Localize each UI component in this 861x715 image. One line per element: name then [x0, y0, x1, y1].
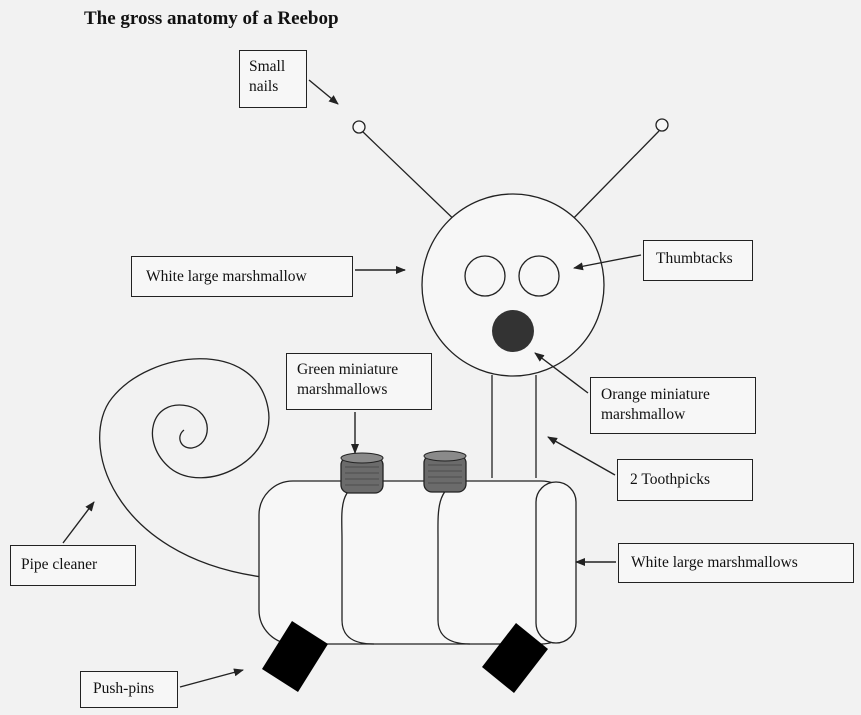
label-thumbtacks: Thumbtacks	[643, 240, 753, 281]
right-antenna	[564, 130, 660, 228]
arrow-small-nails	[308, 79, 339, 105]
green-marshmallow-right	[423, 450, 467, 493]
arrow-push-pins	[179, 668, 244, 688]
label-orange-marshmallow-line2: marshmallow	[601, 406, 686, 423]
body-marshmallows	[258, 480, 576, 645]
label-green-marshmallows: Green miniature marshmallows	[286, 353, 432, 410]
pipe-cleaner-tail	[99, 358, 270, 578]
left-antenna	[361, 130, 465, 230]
arrow-toothpicks	[547, 436, 616, 476]
push-pin-left	[262, 621, 328, 692]
body-end-marshmallow	[535, 481, 577, 644]
label-toothpicks: 2 Toothpicks	[617, 459, 753, 501]
arrow-thumbtacks	[573, 254, 642, 271]
push-pin-right	[482, 623, 548, 693]
arrow-orange-marshmallow	[534, 352, 589, 394]
body-divider-2	[437, 480, 471, 645]
green-marshmallow-left	[340, 452, 384, 494]
right-nail-head	[655, 118, 669, 132]
diagram-title: The gross anatomy of a Reebop	[84, 8, 339, 29]
arrow-pipe-cleaner	[62, 501, 95, 544]
head-marshmallow	[421, 193, 605, 377]
label-pipe-cleaner: Pipe cleaner	[10, 545, 136, 586]
label-green-marshmallows-line2: marshmallows	[297, 381, 388, 398]
left-nail-head	[352, 120, 366, 134]
left-eye-thumbtack	[464, 255, 506, 297]
mouth-orange-marshmallow	[492, 310, 534, 352]
label-small-nails-line2: nails	[249, 78, 279, 95]
label-small-nails-line1: Small	[249, 58, 286, 75]
label-small-nails: Small nails	[239, 50, 307, 108]
label-orange-marshmallow-line1: Orange miniature	[601, 386, 710, 403]
label-green-marshmallows-line1: Green miniature	[297, 361, 399, 378]
right-eye-thumbtack	[518, 255, 560, 297]
label-orange-marshmallow: Orange miniature marshmallow	[590, 377, 756, 434]
label-head-marshmallow: White large marshmallow	[131, 256, 353, 297]
label-push-pins: Push-pins	[80, 671, 178, 708]
label-body-marshmallows: White large marshmallows	[618, 543, 854, 583]
